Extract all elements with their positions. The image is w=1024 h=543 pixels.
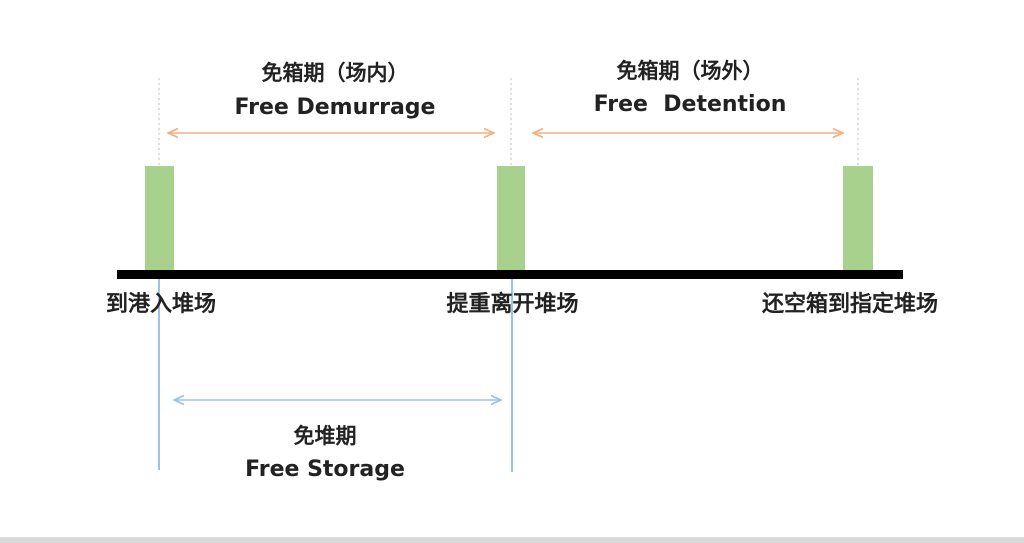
free-storage-en-label: Free Storage (245, 457, 405, 482)
stage-label-return: 还空箱到指定堆场 (761, 292, 938, 317)
timeline-axis (117, 270, 903, 279)
container-bar-return (843, 166, 873, 272)
container-bar-pickup (497, 166, 525, 272)
stage-label-arrival: 到港入堆场 (105, 292, 216, 317)
free-detention-cn-label: 免箱期（场外） (616, 59, 764, 83)
container-bar-arrival (145, 166, 174, 272)
stage-label-pickup: 提重离开堆场 (446, 292, 579, 317)
bottom-border (0, 537, 1024, 543)
free-demurrage-cn-label: 免箱期（场内） (261, 61, 409, 85)
free-demurrage-en-label: Free Demurrage (234, 95, 436, 120)
free-storage-cn-label: 免堆期 (293, 424, 357, 448)
free-detention-en-label: Free Detention (593, 92, 787, 117)
